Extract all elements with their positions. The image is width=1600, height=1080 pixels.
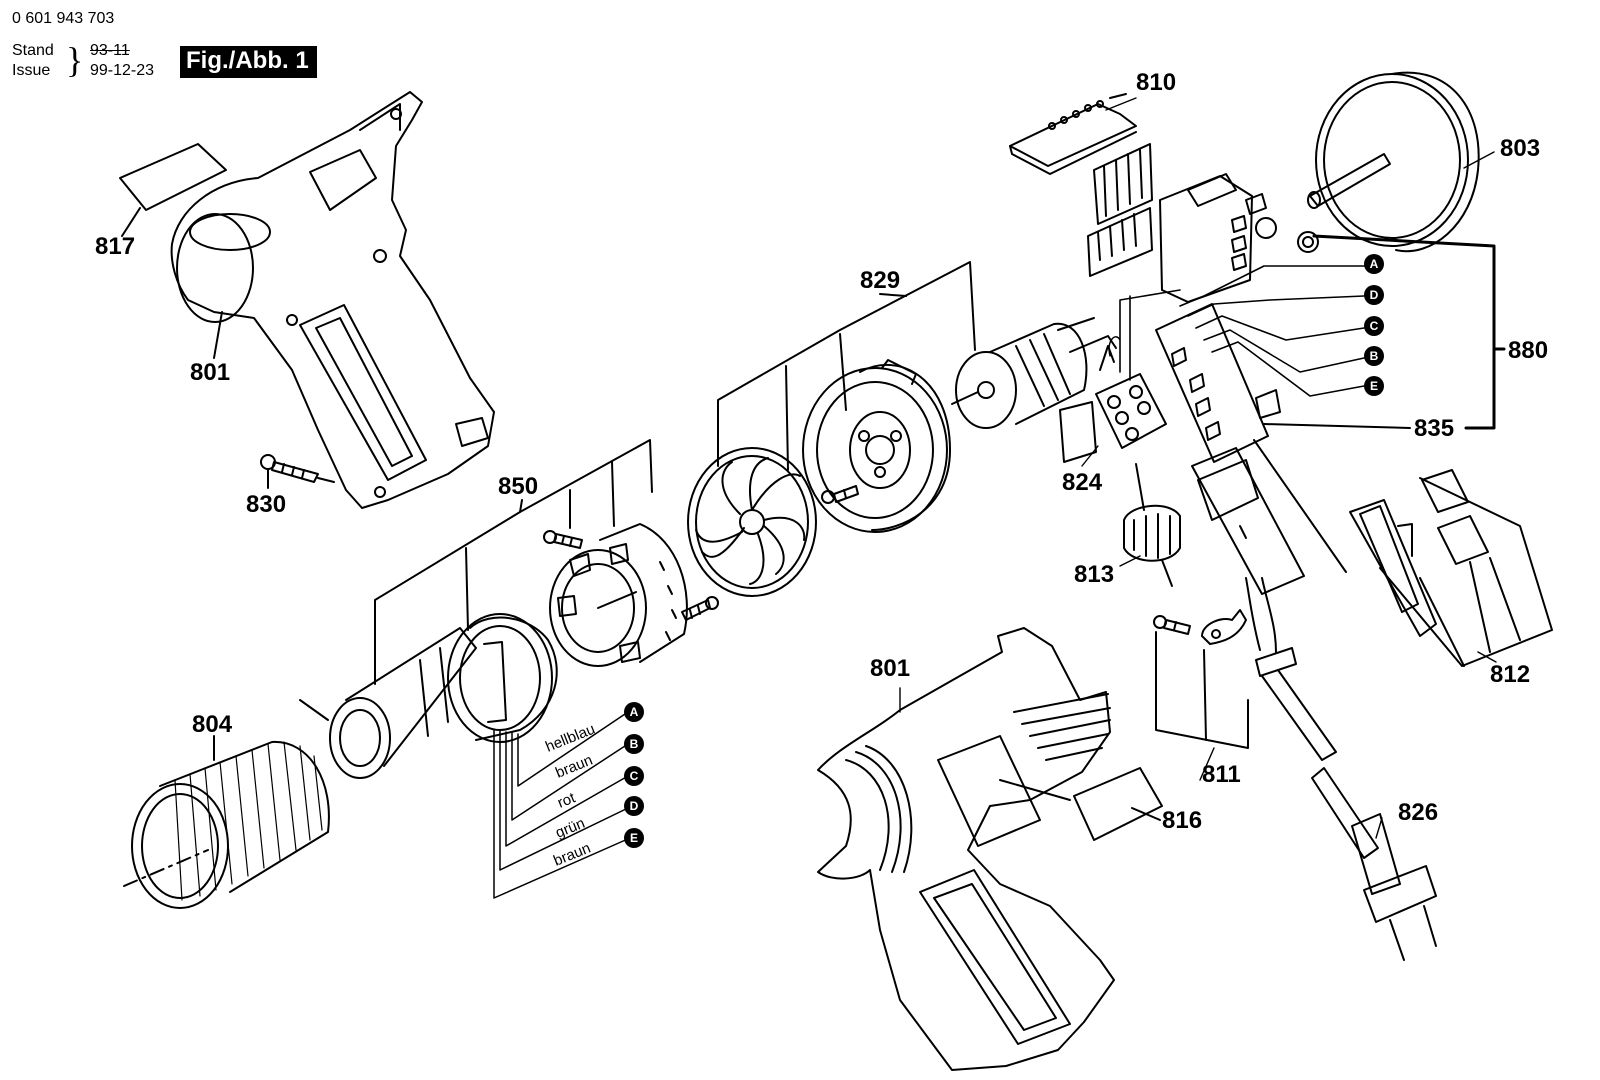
issue-label: Issue (12, 62, 51, 79)
brace-icon: } (66, 40, 84, 80)
part-813-filter (1123, 463, 1181, 587)
part-803-knob (1307, 71, 1480, 253)
part-826-power-cord (1245, 577, 1437, 961)
callout-824: 824 (1062, 469, 1103, 496)
callout-830: 830 (246, 491, 286, 518)
callout-812: 812 (1490, 661, 1530, 688)
badge-right-c: C (1370, 319, 1379, 333)
stand-label: Stand (12, 42, 54, 59)
right-wiring-harness[interactable] (1119, 265, 1371, 397)
part-motor-mount (802, 359, 951, 533)
part-cord-clip (1349, 499, 1437, 637)
callout-850: 850 (498, 473, 538, 500)
callout-835: 835 (1414, 415, 1454, 442)
part-829-bracket (717, 261, 976, 471)
wire-label-rot: rot (555, 789, 578, 812)
part-801-housing-front (817, 627, 1115, 1071)
badge-left-b: B (630, 737, 639, 751)
part-screw-holder-bottom (681, 596, 719, 621)
part-812-labels (1253, 439, 1553, 667)
part-heater-holder (549, 523, 688, 667)
callout-829: 829 (860, 267, 900, 294)
part-816-label-card (1073, 767, 1163, 841)
badge-left-a: A (630, 705, 639, 719)
badge-right-d: D (1370, 288, 1379, 302)
part-screw-holder-top (543, 530, 583, 549)
part-811-clamp (1153, 609, 1249, 749)
issue-value: 99-12-23 (90, 62, 155, 79)
wire-label-gruen: grün (553, 815, 587, 842)
figure-label: Fig./Abb. 1 (180, 46, 317, 78)
part-810-switch-top (1009, 93, 1153, 225)
callout-numbers: 817 801 830 850 829 810 803 880 835 824 … (95, 69, 1548, 834)
wire-label-braun-1: braun (553, 752, 595, 782)
callout-810: 810 (1136, 69, 1176, 96)
badge-right-b: B (1370, 349, 1379, 363)
wire-label-braun-2: braun (551, 840, 593, 870)
part-electronics-board (1087, 173, 1319, 303)
part-824-terminal (1059, 336, 1167, 463)
part-817-label-card (119, 143, 227, 237)
left-connector-badges: A B C D E (624, 702, 644, 848)
part-830-screw (260, 454, 335, 489)
callout-816: 816 (1162, 807, 1202, 834)
callout-817: 817 (95, 233, 135, 260)
part-804-nozzle-cap (123, 735, 330, 909)
callout-801-top: 801 (190, 359, 230, 386)
callout-811: 811 (1202, 761, 1241, 788)
leader-835 (1263, 423, 1411, 429)
badge-left-c: C (630, 769, 639, 783)
part-850-bracket (374, 439, 653, 685)
badge-left-d: D (630, 799, 639, 813)
stand-value: 93-11 (90, 42, 130, 59)
badge-right-a: A (1370, 257, 1379, 271)
part-801-housing-half (170, 91, 495, 509)
left-wiring-harness[interactable] (493, 711, 631, 899)
badge-left-e: E (630, 831, 638, 845)
callout-801-bottom: 801 (870, 655, 910, 682)
callout-813: 813 (1074, 561, 1114, 588)
callout-804: 804 (192, 711, 233, 738)
callout-803: 803 (1500, 135, 1540, 162)
badge-right-e: E (1370, 379, 1378, 393)
part-880-bracket (1312, 234, 1506, 430)
part-motor (951, 317, 1117, 429)
right-connector-badges: A D C B E (1364, 254, 1384, 396)
callout-leaders (899, 97, 1497, 839)
callout-826: 826 (1398, 799, 1438, 826)
part-fan-impeller (687, 447, 817, 597)
part-number: 0 601 943 703 (12, 10, 115, 27)
callout-880: 880 (1508, 337, 1548, 364)
